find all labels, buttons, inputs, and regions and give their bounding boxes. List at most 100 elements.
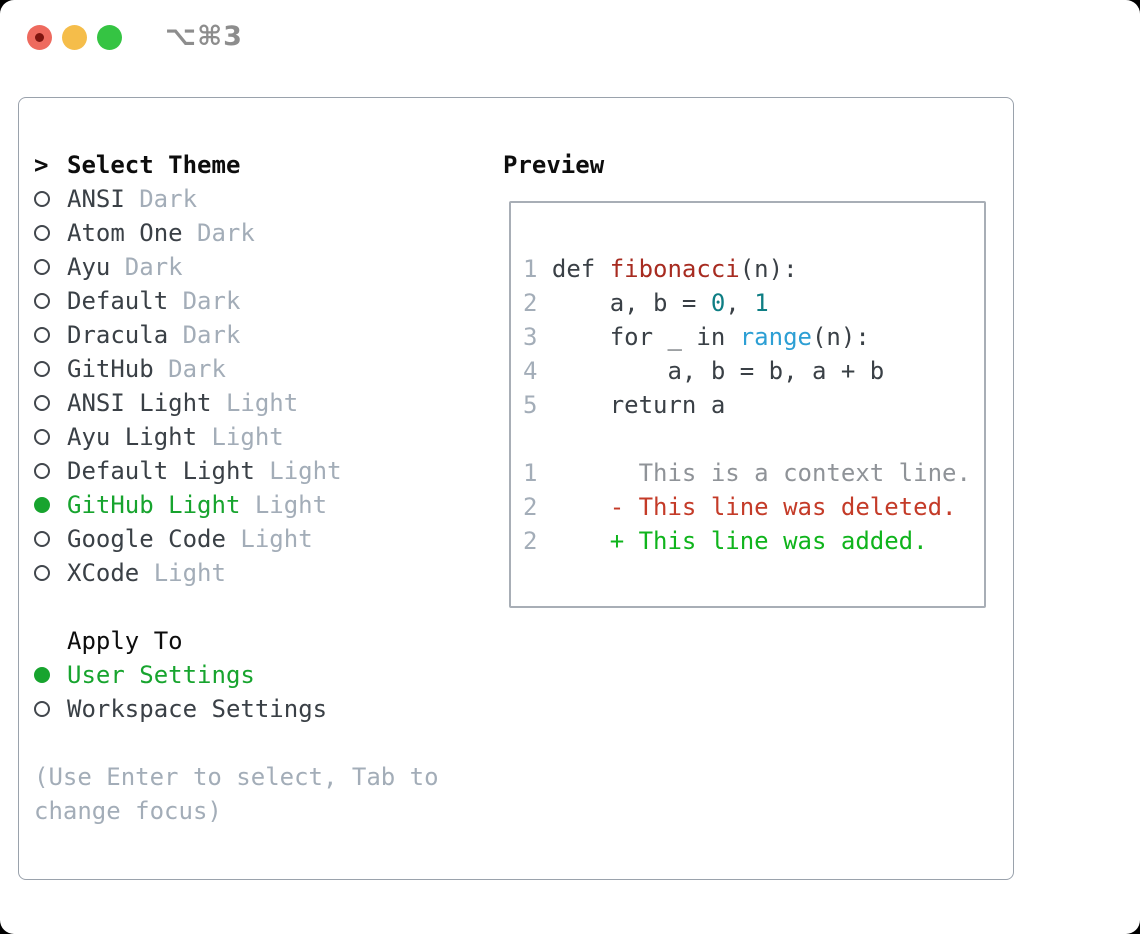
selection-caret-icon: >: [34, 151, 49, 179]
code-segment-deleted: - This line was deleted.: [551, 493, 957, 521]
theme-variant: Light: [240, 525, 313, 553]
theme-name: GitHub Light: [67, 491, 241, 519]
apply-to-header: Apply To: [19, 624, 489, 658]
spacer: [19, 590, 489, 624]
code-line: 1 def fibonacci(n):: [523, 252, 984, 286]
code-segment-plain: a, b = b, a + b: [551, 357, 885, 385]
theme-variant: Dark: [124, 253, 183, 281]
radio-slot: [34, 692, 67, 726]
theme-name: Atom One: [67, 219, 183, 247]
radio-slot: [34, 556, 67, 590]
apply-option-label: User Settings: [67, 661, 255, 689]
code-line: 3 for _ in range(n):: [523, 320, 984, 354]
apply-to-title: Apply To: [67, 627, 183, 655]
radio-slot: [34, 216, 67, 250]
select-theme-header: > Select Theme: [19, 148, 489, 182]
code-segment-context: This is a context line.: [551, 459, 971, 487]
maximize-button[interactable]: [97, 25, 122, 50]
theme-option-github-light[interactable]: GitHub Light Light: [19, 488, 489, 522]
apply-option-workspace-settings[interactable]: Workspace Settings: [19, 692, 489, 726]
radio-icon: [34, 327, 50, 343]
line-number: 2: [523, 289, 538, 317]
radio-icon: [34, 293, 50, 309]
code-segment-builtin: range: [739, 323, 812, 351]
hint-line-2: change focus): [34, 797, 222, 825]
theme-name: ANSI Light: [67, 389, 212, 417]
radio-icon: [34, 395, 50, 411]
code-segment-plain: a, b =: [551, 289, 711, 317]
theme-option-default[interactable]: Default Dark: [19, 284, 489, 318]
window-titlebar: ⌥⌘3: [0, 0, 1140, 74]
theme-variant: Light: [269, 457, 342, 485]
radio-slot: [34, 284, 67, 318]
code-segment-added: + This line was added.: [551, 527, 928, 555]
code-line: 5 return a: [523, 388, 984, 422]
code-segment-plain: def: [551, 255, 610, 283]
radio-slot: [34, 318, 67, 352]
line-number: 4: [523, 357, 538, 385]
theme-name: GitHub: [67, 355, 154, 383]
theme-variant: Dark: [182, 287, 241, 315]
code-segment-plain: (n):: [739, 255, 798, 283]
apply-option-user-settings[interactable]: User Settings: [19, 658, 489, 692]
apply-to-indent: [34, 624, 67, 658]
radio-icon: [34, 701, 50, 717]
line-number: 1: [523, 459, 538, 487]
radio-icon: [34, 225, 50, 241]
code-line: 2 - This line was deleted.: [523, 490, 984, 524]
code-segment-function: fibonacci: [609, 255, 740, 283]
minimize-button[interactable]: [62, 25, 87, 50]
theme-name: Google Code: [67, 525, 226, 553]
code-segment-plain: for _ in: [551, 323, 740, 351]
theme-option-xcode[interactable]: XCode Light: [19, 556, 489, 590]
select-theme-title: Select Theme: [67, 151, 241, 179]
line-number: 3: [523, 323, 538, 351]
radio-slot: [34, 182, 67, 216]
close-button[interactable]: [27, 25, 52, 50]
theme-variant: Light: [153, 559, 226, 587]
radio-slot: [34, 488, 67, 522]
theme-variant: Light: [254, 491, 328, 519]
code-segment-number: 1: [754, 289, 769, 317]
radio-slot: [34, 420, 67, 454]
line-number: 2: [523, 527, 538, 555]
theme-name: Dracula: [67, 321, 169, 349]
theme-name: XCode: [67, 559, 140, 587]
code-line: 2 a, b = 0, 1: [523, 286, 984, 320]
spacer: [19, 726, 489, 760]
radio-icon: [34, 361, 50, 377]
line-number: 2: [523, 493, 538, 521]
hint-line-1: (Use Enter to select, Tab to: [34, 763, 439, 791]
apply-option-label: Workspace Settings: [67, 695, 328, 723]
radio-slot: [34, 522, 67, 556]
theme-option-dracula[interactable]: Dracula Dark: [19, 318, 489, 352]
theme-name: Ayu Light: [67, 423, 198, 451]
theme-option-google-code[interactable]: Google Code Light: [19, 522, 489, 556]
window-shortcut-label: ⌥⌘3: [165, 21, 243, 52]
hint-text: (Use Enter to select, Tab to change focu…: [19, 760, 489, 828]
radio-selected-icon: [34, 497, 50, 513]
line-number: 1: [523, 255, 538, 283]
radio-icon: [34, 429, 50, 445]
code-segment-number: 0: [710, 289, 726, 317]
theme-variant: Dark: [182, 321, 241, 349]
code-line: 4 a, b = b, a + b: [523, 354, 984, 388]
radio-icon: [34, 259, 50, 275]
theme-name: Default: [67, 287, 169, 315]
radio-icon: [34, 463, 50, 479]
code-line: 2 + This line was added.: [523, 524, 984, 558]
radio-selected-icon: [34, 667, 50, 683]
code-line: 1 This is a context line.: [523, 456, 984, 490]
